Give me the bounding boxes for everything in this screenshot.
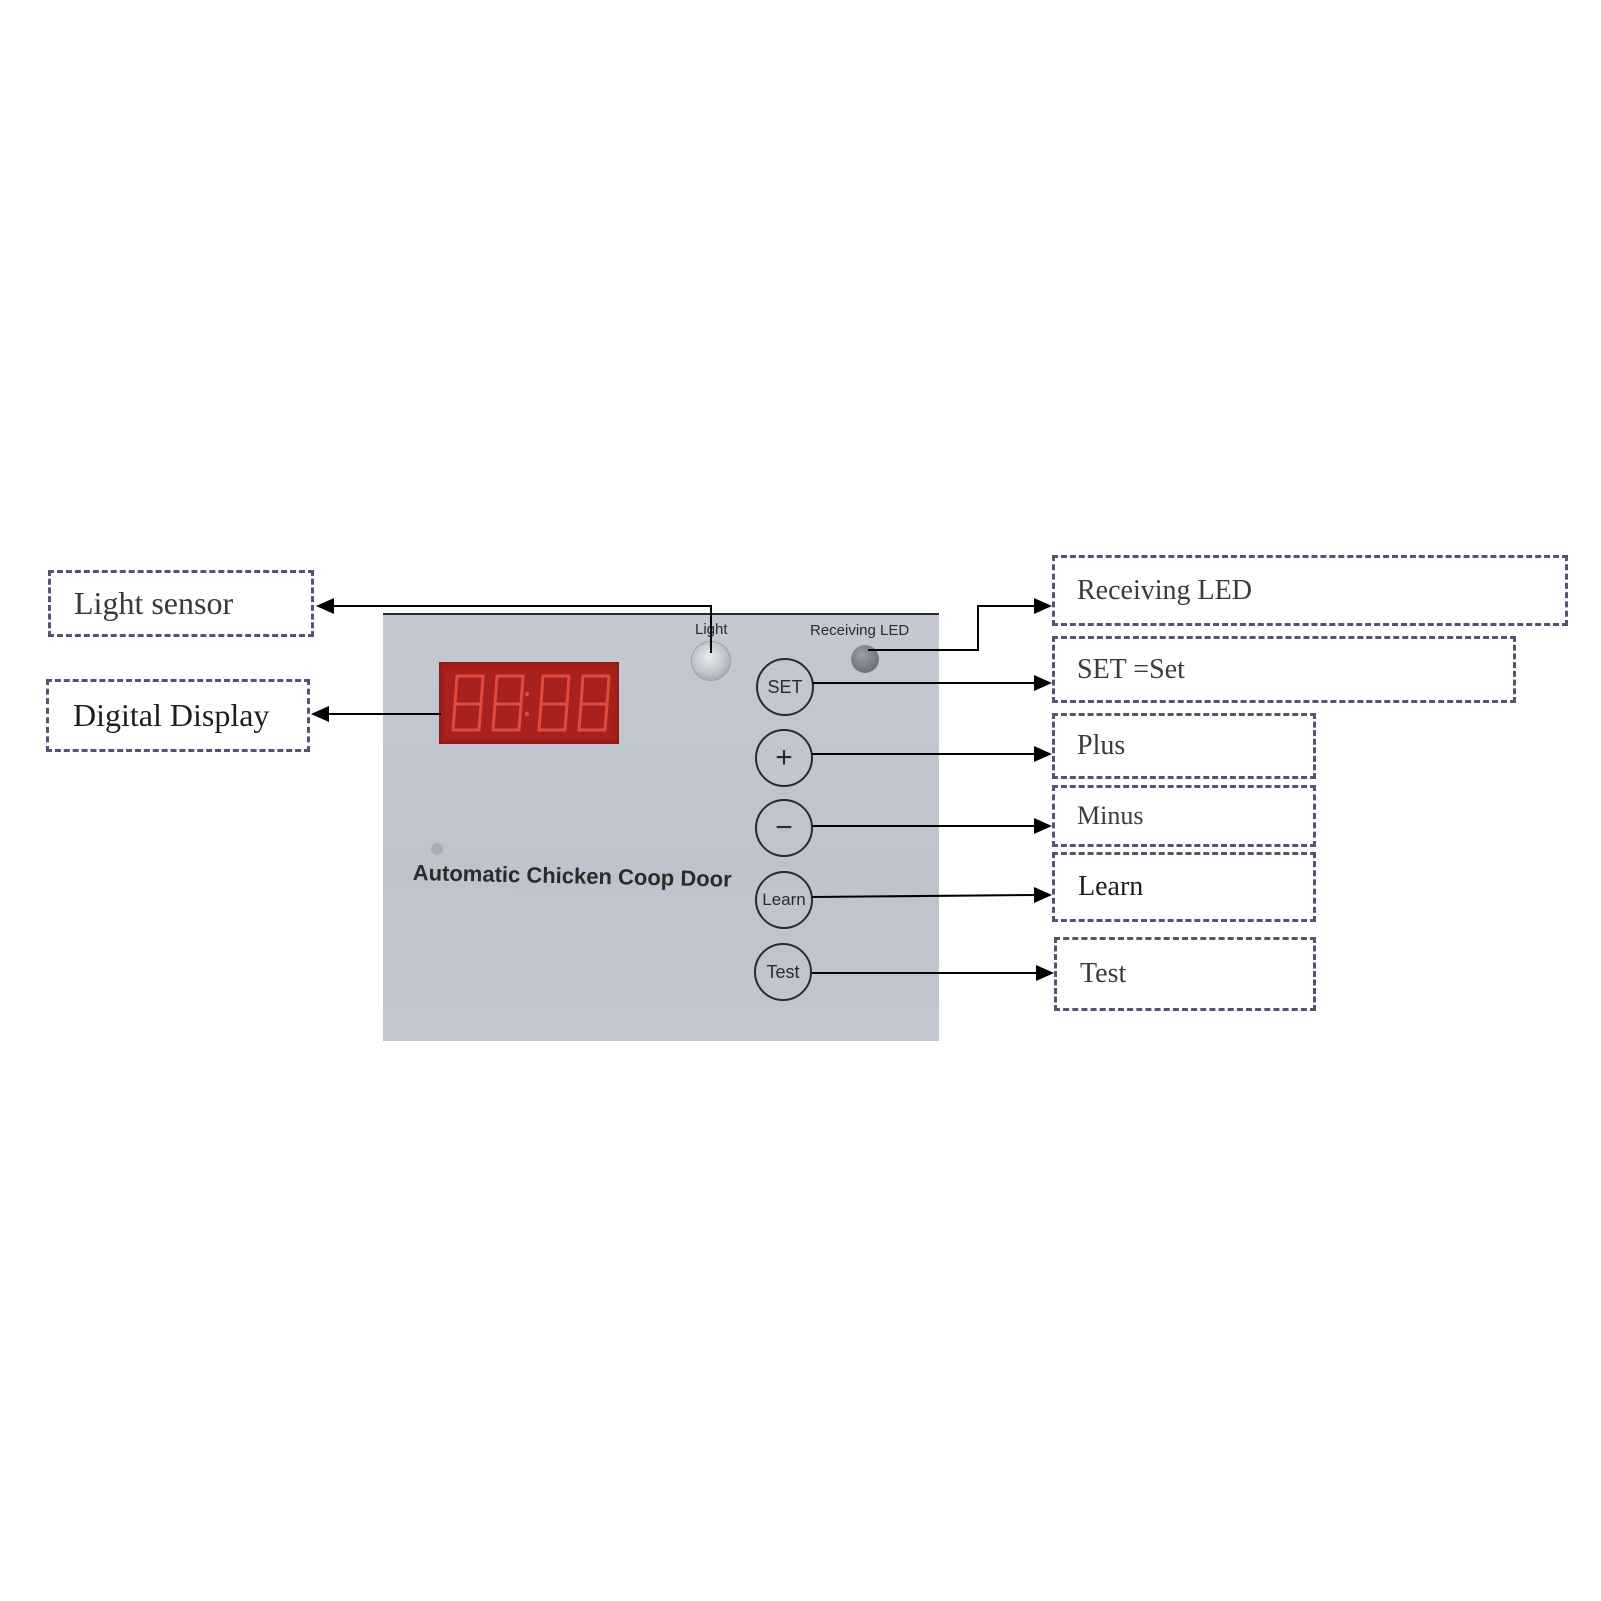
digit-2-segment-f bbox=[493, 674, 499, 706]
callout-digital-display: Digital Display bbox=[46, 679, 310, 752]
digit-4-segment-b bbox=[605, 674, 611, 706]
digit-1-segment-c bbox=[477, 702, 483, 732]
digit-4-segment-c bbox=[603, 702, 609, 732]
digit-1-segment-b bbox=[479, 674, 485, 706]
set-button[interactable]: SET bbox=[756, 658, 814, 716]
digit-1-segment-f bbox=[453, 674, 459, 706]
learn-button[interactable]: Learn bbox=[755, 871, 813, 929]
callout-set: SET =Set bbox=[1052, 636, 1516, 703]
callout-plus: Plus bbox=[1052, 713, 1316, 779]
arrowhead-minus bbox=[1034, 818, 1052, 834]
arrowhead-test bbox=[1036, 965, 1054, 981]
callout-light-sensor: Light sensor bbox=[48, 570, 314, 637]
digit-2-segment-c bbox=[517, 702, 523, 732]
colon-dot-top bbox=[524, 691, 530, 697]
product-name: Automatic Chicken Coop Door bbox=[412, 860, 732, 892]
digit-3-segment-e bbox=[537, 702, 543, 732]
arrowhead-digital-display bbox=[311, 706, 329, 722]
colon-dot-bottom bbox=[524, 711, 530, 717]
test-button[interactable]: Test bbox=[754, 943, 812, 1001]
arrowhead-plus bbox=[1034, 746, 1052, 762]
digit-3-segment-b bbox=[565, 674, 571, 706]
receiving-led bbox=[851, 645, 879, 673]
digit-3-segment-f bbox=[539, 674, 545, 706]
arrowhead-set bbox=[1034, 675, 1052, 691]
arrowhead-receiving-led bbox=[1034, 598, 1052, 614]
digit-3-segment-c bbox=[563, 702, 569, 732]
digital-display bbox=[439, 662, 619, 744]
arrowhead-learn bbox=[1034, 887, 1052, 903]
control-panel: Light Receiving LED Automatic Chicken Co… bbox=[383, 613, 939, 1041]
callout-receiving-led: Receiving LED bbox=[1052, 555, 1568, 626]
minus-button[interactable]: − bbox=[755, 799, 813, 857]
digit-1-segment-e bbox=[451, 702, 457, 732]
callout-minus: Minus bbox=[1052, 785, 1316, 847]
seven-segment-digits bbox=[451, 674, 611, 732]
digit-2-segment-e bbox=[491, 702, 497, 732]
digit-4-segment-e bbox=[577, 702, 583, 732]
digit-2-segment-b bbox=[519, 674, 525, 706]
light-sensor bbox=[692, 642, 730, 680]
callout-test: Test bbox=[1054, 937, 1316, 1011]
callout-learn: Learn bbox=[1052, 852, 1316, 922]
plus-button[interactable]: + bbox=[755, 729, 813, 787]
digit-4-segment-f bbox=[579, 674, 585, 706]
arrowhead-light-sensor bbox=[316, 598, 334, 614]
panel-speck bbox=[431, 843, 443, 855]
light-sensor-panel-label: Light bbox=[695, 621, 728, 638]
receiving-led-panel-label: Receiving LED bbox=[810, 622, 910, 639]
